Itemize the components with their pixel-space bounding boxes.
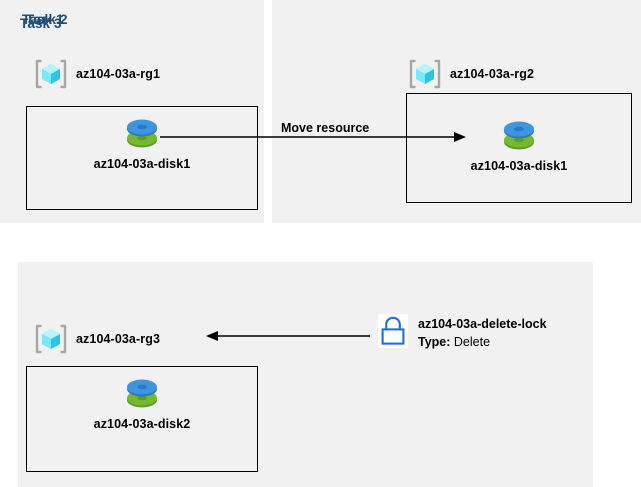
panel-title-task-1: Task 1 bbox=[22, 12, 64, 27]
resource-group-node-rg3: az104-03a-rg3 bbox=[34, 322, 160, 356]
padlock-icon bbox=[378, 314, 408, 348]
panel-title-task-2: Task 2 bbox=[26, 12, 68, 27]
disk-node-task-2: az104-03a-disk1 bbox=[451, 116, 587, 173]
resource-lock-type-label: Type: bbox=[418, 335, 451, 349]
disk-label-task-2: az104-03a-disk1 bbox=[470, 159, 568, 173]
resource-group-icon bbox=[34, 322, 68, 356]
resource-group-icon bbox=[34, 57, 68, 91]
managed-disk-icon bbox=[500, 116, 538, 156]
resource-group-icon bbox=[408, 57, 442, 91]
disk-node-task-1: az104-03a-disk1 bbox=[77, 114, 207, 171]
panel-title-task-3: Task 3 bbox=[20, 16, 62, 31]
resource-group-label-rg2: az104-03a-rg2 bbox=[450, 67, 534, 81]
connector-lock-to-rg3 bbox=[203, 326, 379, 348]
resource-lock-type-value: Delete bbox=[453, 335, 491, 349]
disk-label-task-3: az104-03a-disk2 bbox=[93, 417, 191, 431]
managed-disk-icon bbox=[123, 374, 161, 414]
disk-node-task-3: az104-03a-disk2 bbox=[77, 374, 207, 431]
resource-lock-type: Type: Delete bbox=[418, 335, 490, 349]
resource-group-label-rg1: az104-03a-rg1 bbox=[76, 67, 160, 81]
connector-label-move-resource: Move resource bbox=[281, 121, 370, 135]
resource-lock-node: az104-03a-delete-lock Type: Delete bbox=[378, 314, 547, 351]
managed-disk-icon bbox=[123, 114, 161, 154]
connector-move-resource bbox=[160, 126, 470, 150]
resource-group-node-rg2: az104-03a-rg2 bbox=[408, 57, 534, 91]
resource-group-node-rg1: az104-03a-rg1 bbox=[34, 57, 160, 91]
resource-lock-name: az104-03a-delete-lock bbox=[418, 317, 547, 331]
resource-group-label-rg3: az104-03a-rg3 bbox=[76, 332, 160, 346]
resource-lock-text: az104-03a-delete-lock Type: Delete bbox=[418, 315, 547, 351]
disk-label-task-1: az104-03a-disk1 bbox=[93, 157, 191, 171]
